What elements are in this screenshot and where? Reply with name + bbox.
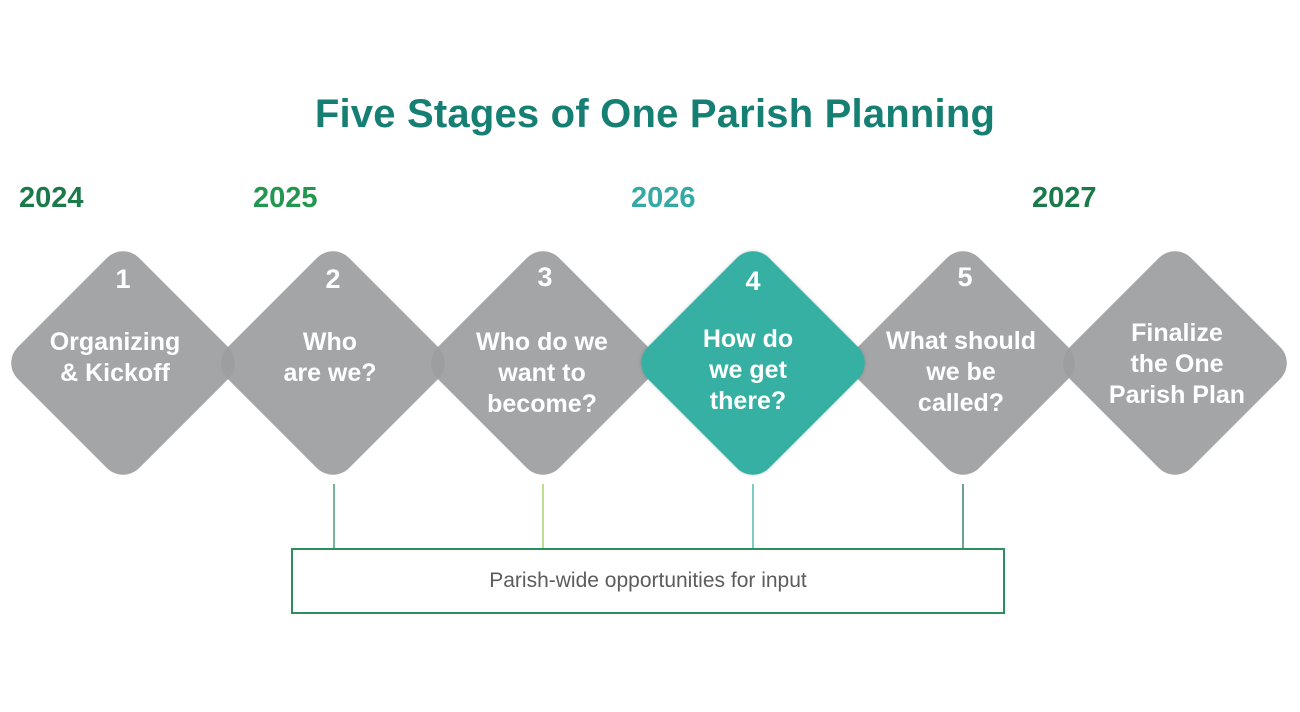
stage-label-line: Who do we bbox=[476, 328, 608, 356]
stage-label-line: What should bbox=[886, 327, 1036, 355]
stage-number-5: 5 bbox=[957, 262, 973, 292]
stage-label-line: & Kickoff bbox=[60, 359, 170, 387]
stage-label-6: Finalize the One Parish Plan bbox=[1072, 318, 1282, 411]
stage-number-2: 2 bbox=[325, 264, 341, 294]
year-2025: 2025 bbox=[253, 182, 318, 214]
stage-number-1: 1 bbox=[115, 264, 131, 294]
stage-label-line: are we? bbox=[283, 359, 377, 387]
stage-number-3: 3 bbox=[537, 262, 553, 292]
stage-label-line: Who bbox=[302, 328, 358, 356]
stage-label-line: Organizing bbox=[49, 328, 181, 356]
stage-label-4: How do we get there? bbox=[643, 324, 853, 417]
stage-diamond-4 bbox=[641, 251, 865, 475]
stage-label-1: Organizing & Kickoff bbox=[10, 327, 220, 389]
stage-diamond-1 bbox=[11, 251, 235, 475]
stage-label-line: become? bbox=[487, 390, 597, 418]
diagram-title: Five Stages of One Parish Planning bbox=[314, 92, 996, 136]
stage-label-line: there? bbox=[709, 387, 787, 415]
stage-diamond-5 bbox=[851, 251, 1075, 475]
stage-label-line: we get bbox=[709, 356, 787, 384]
year-2026: 2026 bbox=[631, 182, 696, 214]
stage-number-4: 4 bbox=[745, 266, 761, 296]
input-opportunities-box: Parish-wide opportunities for input bbox=[291, 548, 1005, 614]
year-2027: 2027 bbox=[1032, 182, 1097, 214]
stage-label-line: we be bbox=[926, 358, 996, 386]
stage-label-line: called? bbox=[917, 389, 1005, 417]
stage-label-5: What should we be called? bbox=[856, 326, 1066, 419]
stage-label-2: Who are we? bbox=[225, 327, 435, 389]
stage-label-line: Parish Plan bbox=[1108, 381, 1246, 409]
stage-diamond-3 bbox=[431, 251, 655, 475]
year-2024: 2024 bbox=[19, 182, 84, 214]
stage-label-line: want to bbox=[498, 359, 586, 387]
input-opportunities-label: Parish-wide opportunities for input bbox=[489, 569, 807, 592]
stage-label-3: Who do we want to become? bbox=[437, 327, 647, 420]
stage-label-line: How do bbox=[702, 325, 794, 353]
stage-diamond-2 bbox=[221, 251, 445, 475]
stage-label-line: the One bbox=[1130, 350, 1224, 378]
stage-diamond-6 bbox=[1063, 251, 1287, 475]
stage-label-line: Finalize bbox=[1131, 319, 1223, 347]
